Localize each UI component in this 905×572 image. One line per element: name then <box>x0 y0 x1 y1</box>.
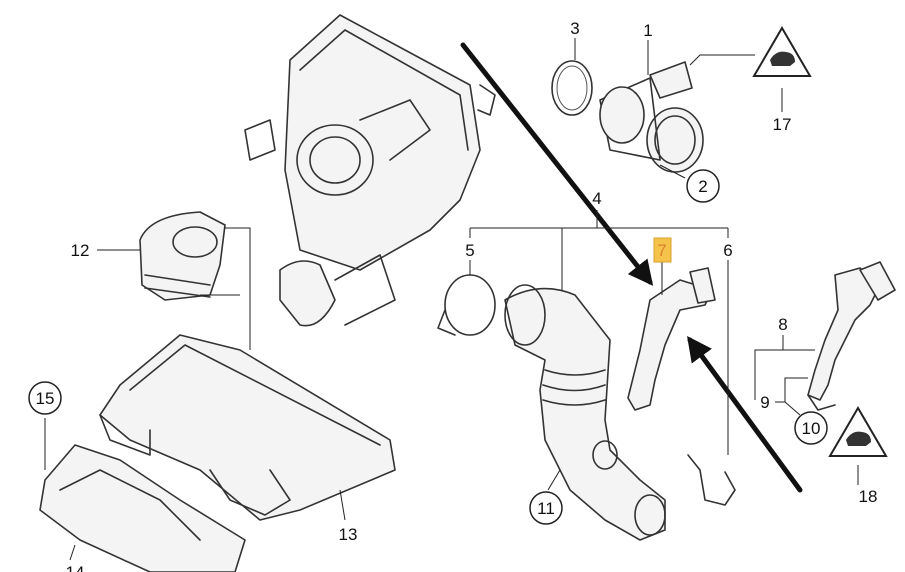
callout-2-circle <box>686 169 720 203</box>
intake-duct <box>139 211 226 301</box>
air-mass-meter <box>599 61 704 173</box>
retaining-clip <box>687 454 736 506</box>
callout-6: 6 <box>723 241 732 260</box>
callout-7-highlight <box>653 237 672 263</box>
vent-hose <box>627 267 716 411</box>
lower-air-duct <box>99 334 396 521</box>
callout-1: 1 <box>643 21 652 40</box>
callout-8: 8 <box>778 315 787 334</box>
callout-4: 4 <box>592 189 601 208</box>
warning-triangle-icon <box>828 406 888 457</box>
air-filter-housing <box>244 14 496 327</box>
callout-7: 7 <box>657 241 666 260</box>
warning-triangle-icon <box>752 26 812 77</box>
callout-17: 17 <box>773 115 792 134</box>
callout-14: 14 <box>66 563 85 572</box>
hose-assembly <box>807 261 896 411</box>
callout-15-circle <box>28 381 62 415</box>
callout-13: 13 <box>339 525 358 544</box>
callout-10-circle <box>794 411 828 445</box>
callout-9: 9 <box>760 393 769 412</box>
callout-11-circle <box>529 491 563 525</box>
intake-hose <box>504 284 666 541</box>
hose-clamp <box>437 274 496 336</box>
callout-11: 11 <box>537 499 555 518</box>
callout-12: 12 <box>71 241 90 260</box>
callout-15: 15 <box>36 389 55 408</box>
arrow-down-right <box>460 42 654 286</box>
callout-3: 3 <box>570 19 579 38</box>
lower-duct-piece <box>39 444 246 572</box>
leader-lines <box>44 38 859 561</box>
callout-18: 18 <box>859 487 878 506</box>
seal-ring <box>551 60 593 116</box>
callout-5: 5 <box>465 241 474 260</box>
callout-10: 10 <box>802 419 821 438</box>
arrow-up-left <box>687 335 803 493</box>
callout-2: 2 <box>698 177 707 196</box>
